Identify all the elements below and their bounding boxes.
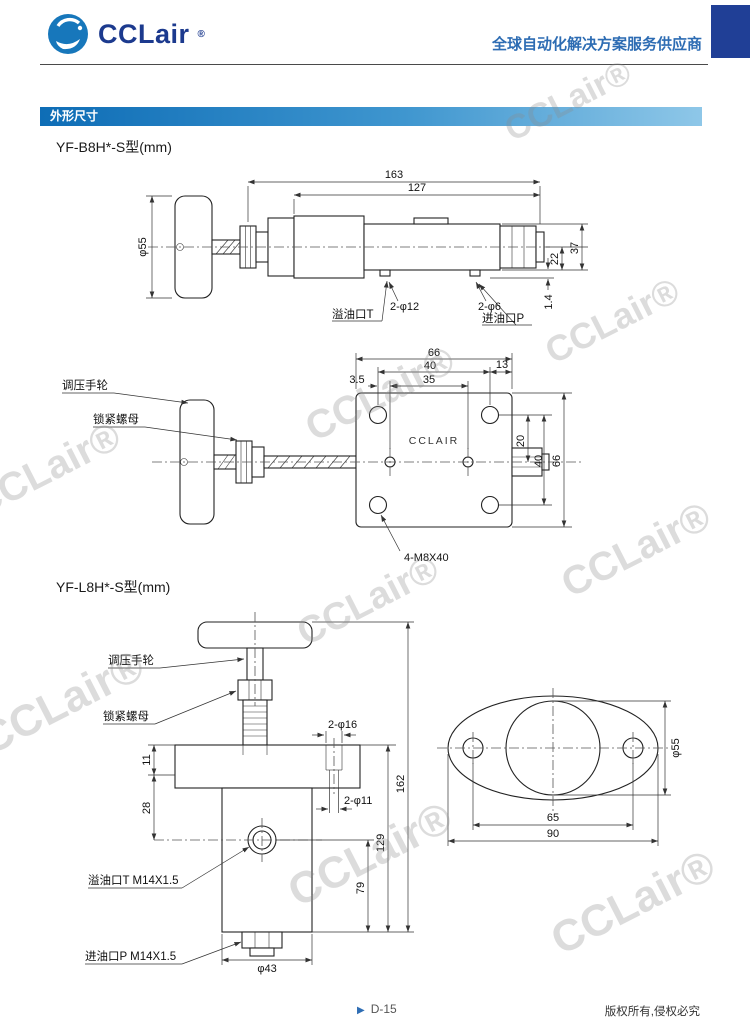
b8h-front-leaders <box>62 392 238 442</box>
l8h-dimension-lines <box>148 621 414 965</box>
page-marker-icon: ▶ <box>357 1005 365 1016</box>
b8h-front-outline <box>179 392 550 528</box>
drawing-b8h-side-view: 163 127 φ55 22 37 1.4 溢油口T 2-φ12 2-φ6 进油… <box>137 169 588 326</box>
dim-2phi16: 2-φ16 <box>328 719 357 731</box>
dim-phi55: φ55 <box>137 237 149 256</box>
dim-phi55: φ55 <box>670 738 682 757</box>
dim-40-top: 40 <box>424 360 436 372</box>
label-pressure-handwheel: 调压手轮 <box>62 378 108 392</box>
dim-1-4: 1.4 <box>543 294 555 309</box>
model-label-l8h: YF-L8H*-S型(mm) <box>56 579 171 595</box>
label-drain-port-t: 溢油口T M14X1.5 <box>88 873 179 887</box>
dim-2phi6: 2-φ6 <box>478 301 501 313</box>
b8h-texts: 163 127 φ55 22 37 1.4 溢油口T 2-φ12 2-φ6 进油… <box>137 169 581 325</box>
dim-163: 163 <box>385 169 403 181</box>
b8h-dimension-lines <box>146 179 588 299</box>
label-inlet-port-p: 进油口P <box>482 311 524 325</box>
model-label-b8h: YF-B8H*-S型(mm) <box>56 139 172 155</box>
dim-127: 127 <box>408 182 426 194</box>
b8h-front-centerlines <box>152 448 584 476</box>
dim-66-top: 66 <box>428 347 440 359</box>
logo-text: CCLair <box>98 18 190 49</box>
header-corner-block <box>711 5 750 58</box>
dim-13: 13 <box>496 359 508 371</box>
dim-2phi11: 2-φ11 <box>344 795 372 807</box>
b8h-front-dimension-lines <box>355 353 572 552</box>
l8h-flange-centerlines <box>437 688 669 814</box>
label-lock-nut: 锁紧螺母 <box>93 412 139 426</box>
logo-mark-icon <box>48 14 88 54</box>
dim-65: 65 <box>547 812 559 824</box>
dim-22: 22 <box>549 253 561 265</box>
dim-28: 28 <box>141 802 153 814</box>
drawing-l8h-top-view: φ55 65 90 <box>437 688 682 846</box>
valve-brand-text: CCLAIR <box>409 435 460 447</box>
l8h-leaders <box>85 657 250 965</box>
company-logo: CCLair ® <box>46 12 205 56</box>
page-number: ▶ D-15 <box>357 1002 397 1016</box>
dim-162: 162 <box>395 775 407 793</box>
logo-registered-mark: ® <box>197 28 205 40</box>
company-tagline: 全球自动化解决方案服务供应商 <box>491 36 702 53</box>
drawing-l8h-side-view: 调压手轮 锁紧螺母 2-φ16 2-φ11 11 28 79 129 162 溢… <box>85 612 414 975</box>
dim-40-right: 40 <box>533 455 545 467</box>
label-inlet-port-p: 进油口P M14X1.5 <box>85 949 176 963</box>
b8h-leader-lines <box>332 280 532 326</box>
label-pressure-handwheel: 调压手轮 <box>108 653 154 667</box>
label-lock-nut: 锁紧螺母 <box>103 709 149 723</box>
watermark: CCLair® <box>498 53 638 149</box>
section-title-bar: 外形尺寸 <box>40 107 702 126</box>
dim-79: 79 <box>355 882 367 894</box>
l8h-outline <box>174 621 361 957</box>
dim-35: 35 <box>423 374 435 386</box>
dim-3-5: 3.5 <box>349 374 364 386</box>
l8h-flange-dimension-lines <box>447 700 671 846</box>
l8h-flange-texts: φ55 65 90 <box>547 738 682 840</box>
label-mounting-bolts: 4-M8X40 <box>404 552 449 564</box>
dim-129: 129 <box>375 834 387 852</box>
page-number-text: D-15 <box>370 1002 397 1016</box>
dim-66-right: 66 <box>551 455 563 467</box>
copyright-notice: 版权所有,侵权必究 <box>604 1006 700 1018</box>
dim-90: 90 <box>547 828 559 840</box>
l8h-texts: 调压手轮 锁紧螺母 2-φ16 2-φ11 11 28 79 129 162 溢… <box>85 653 407 975</box>
dim-11: 11 <box>141 754 153 765</box>
label-drain-port-t: 溢油口T <box>332 307 374 321</box>
drawing-b8h-front-view: 调压手轮 锁紧螺母 66 40 13 35 3.5 20 40 66 CCLAI… <box>62 347 584 564</box>
dim-phi43: φ43 <box>257 963 276 975</box>
header-divider <box>40 64 708 65</box>
b8h-front-texts: 调压手轮 锁紧螺母 66 40 13 35 3.5 20 40 66 CCLAI… <box>62 347 563 564</box>
dim-2phi12: 2-φ12 <box>390 301 419 313</box>
dim-20: 20 <box>515 435 527 447</box>
l8h-details <box>242 680 343 948</box>
dim-37: 37 <box>569 242 581 254</box>
